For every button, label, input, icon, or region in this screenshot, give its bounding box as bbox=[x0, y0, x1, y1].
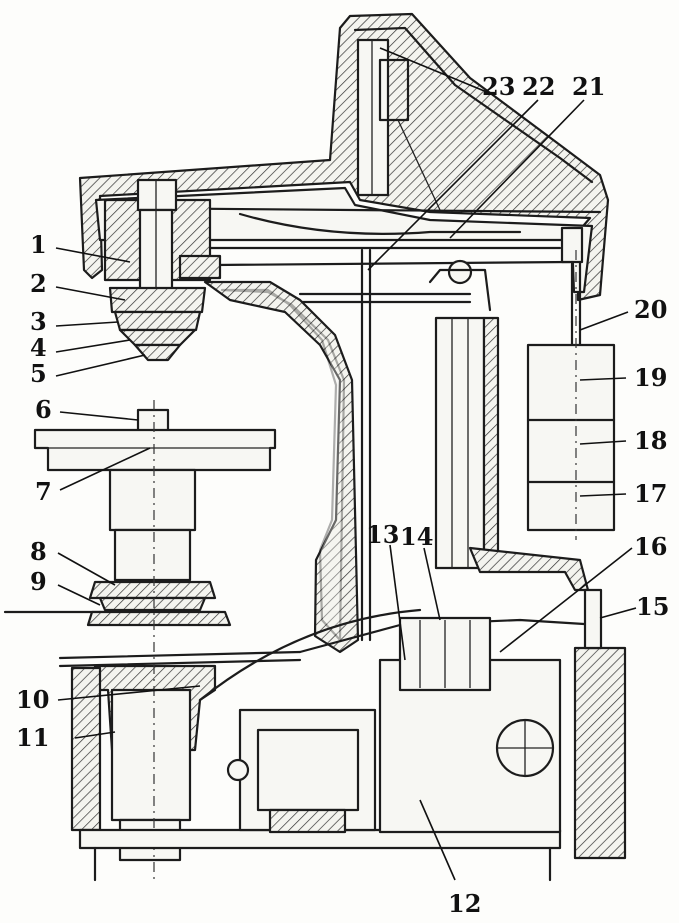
leader-lines bbox=[55, 47, 637, 881]
base-gearbox bbox=[70, 588, 627, 882]
callout-labels: 1 2 3 4 5 6 7 8 9 10 11 12 13 14 15 16 1… bbox=[16, 72, 669, 918]
callout-5: 5 bbox=[30, 359, 47, 388]
callout-9: 9 bbox=[30, 567, 47, 596]
spindle-head bbox=[103, 178, 222, 362]
callout-8: 8 bbox=[30, 537, 47, 566]
callout-7: 7 bbox=[35, 477, 52, 506]
callout-12: 12 bbox=[448, 889, 481, 918]
callout-20: 20 bbox=[634, 295, 667, 324]
table-assembly bbox=[3, 400, 302, 880]
callout-4: 4 bbox=[30, 333, 47, 362]
frame-column bbox=[203, 248, 372, 654]
callout-3: 3 bbox=[30, 307, 47, 336]
callout-13: 13 bbox=[366, 520, 399, 549]
callout-2: 2 bbox=[30, 269, 47, 298]
callout-10: 10 bbox=[16, 685, 49, 714]
callout-18: 18 bbox=[634, 426, 667, 455]
callout-6: 6 bbox=[35, 395, 52, 424]
callout-17: 17 bbox=[634, 479, 667, 508]
weight-stack bbox=[526, 250, 616, 540]
callout-19: 19 bbox=[634, 363, 667, 392]
callout-15: 15 bbox=[636, 592, 669, 621]
callout-11: 11 bbox=[16, 723, 49, 752]
callout-14: 14 bbox=[400, 522, 433, 551]
callout-1: 1 bbox=[30, 230, 47, 259]
callout-22: 22 bbox=[522, 72, 555, 101]
vertical-drive bbox=[434, 316, 590, 592]
callout-16: 16 bbox=[634, 532, 667, 561]
callout-21: 21 bbox=[572, 72, 605, 101]
callout-23: 23 bbox=[482, 72, 515, 101]
upper-housing bbox=[78, 12, 610, 347]
